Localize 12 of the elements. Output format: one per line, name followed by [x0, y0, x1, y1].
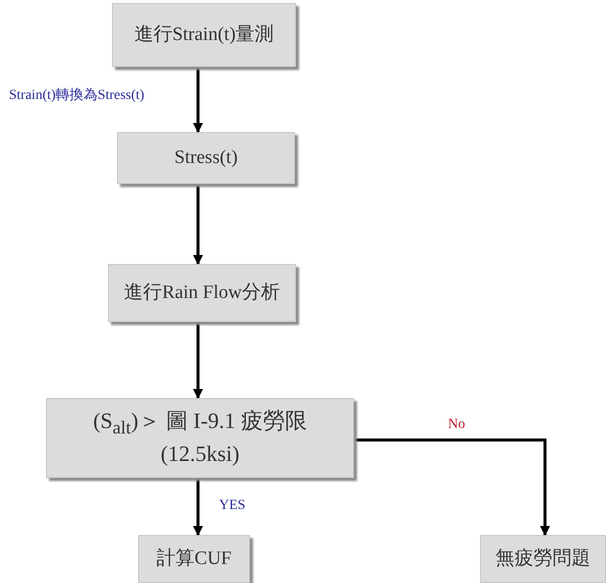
arrow: [354, 438, 550, 536]
process-box: 計算CUF: [138, 535, 250, 583]
edge-label: Strain(t)轉換為Stress(t): [8, 86, 146, 104]
process-box: (S$_{alt}$)＞ 圖 I-9.1 疲勞限 (12.5ksi): [46, 398, 354, 478]
process-box: 進行Rain Flow分析: [108, 264, 296, 322]
process-box: 無疲勞問題: [480, 535, 606, 583]
arrow: [193, 184, 203, 265]
arrow: [193, 67, 203, 133]
arrow: [193, 322, 203, 399]
process-box: Stress(t): [117, 132, 295, 184]
arrow: [193, 478, 203, 536]
process-box: 進行Strain(t)量測: [112, 3, 296, 67]
